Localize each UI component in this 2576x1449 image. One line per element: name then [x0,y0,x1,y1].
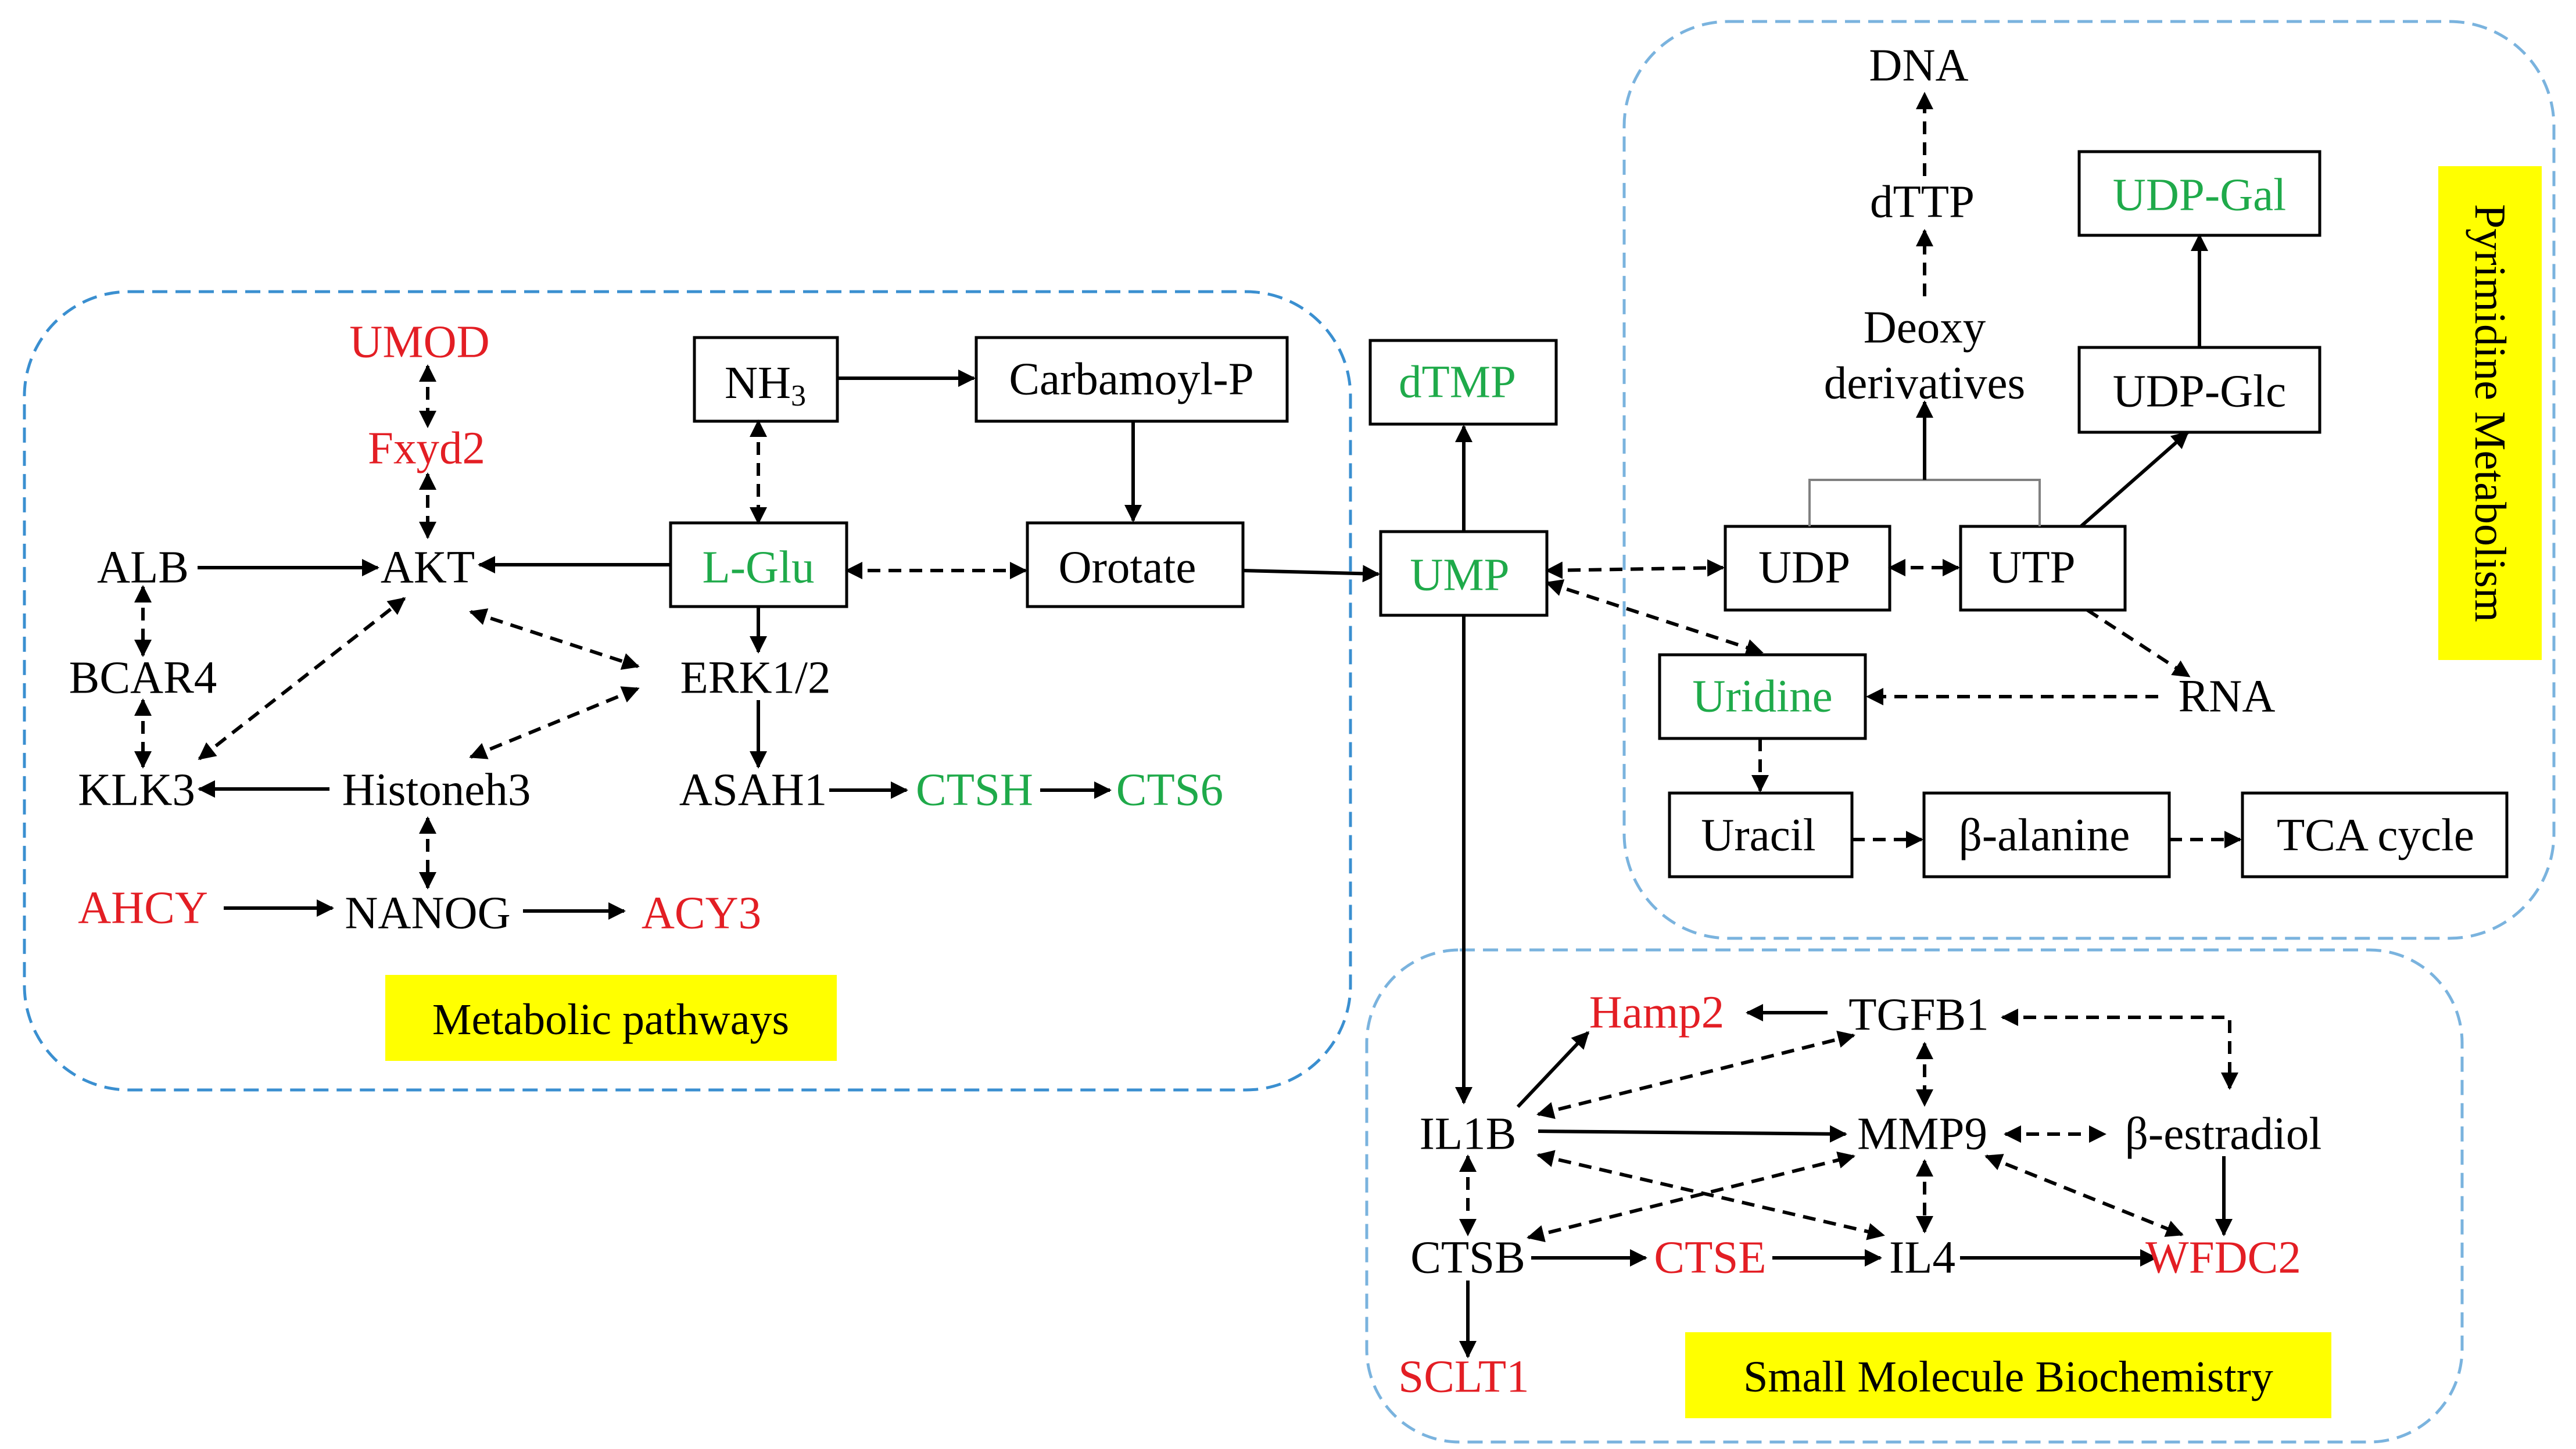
node-orotate: Orotate [1059,543,1196,593]
edge-utp-udpglc [2080,431,2190,528]
node-ctsb: CTSB [1410,1233,1525,1283]
node-nh3: NH3 [725,358,806,413]
tca-box [2241,791,2509,878]
edge-ctsb-mmp9 [1527,1151,1855,1243]
small-molecule-region [1365,948,2464,1444]
node-tca: TCA cycle [2277,810,2474,861]
node-mmp9: MMP9 [1857,1109,1987,1160]
node-ctsh: CTSH [916,765,1033,816]
edge-akt-erk [469,608,640,670]
node-balanine: β-alanine [1959,810,2130,861]
node-ahcy: AHCY [78,883,208,934]
node-deoxy-1: Deoxy [1864,303,1986,353]
node-ump: UMP [1410,550,1509,601]
node-sclt1: SCLT1 [1398,1352,1529,1403]
node-tgfb1: TGFB1 [1848,990,1989,1041]
node-akt: AKT [381,543,475,593]
node-bcar4: BCAR4 [69,653,217,704]
node-hamp2: Hamp2 [1589,988,1725,1038]
nh3-subscript: 3 [791,379,806,413]
node-il4: IL4 [1889,1233,1955,1283]
node-udpglc: UDP-Glc [2113,367,2286,417]
node-udpgal: UDP-Gal [2113,170,2286,221]
small-molecule-label-bg [1685,1332,2331,1418]
orotate-box [1026,521,1245,608]
node-asah1: ASAH1 [679,765,827,816]
node-lglu: L-Glu [702,543,814,593]
udp-utp-bracket [1808,479,2041,526]
node-klk3: KLK3 [78,765,195,816]
utp-box [1959,525,2127,612]
ump-box [1379,530,1549,617]
node-alb: ALB [97,543,189,593]
balanine-box [1922,791,2171,878]
node-umod: UMOD [349,317,489,368]
edge-il1b-tgfb1 [1536,1031,1855,1119]
edge-utp-rna [2086,608,2191,678]
node-erk: ERK1/2 [680,653,831,704]
edge-tgfb1-bestradiol [2001,1009,2238,1090]
edge-il1b-mmp9 [1538,1125,1847,1143]
edge-orotate-ump [1242,565,1380,583]
uracil-box [1668,791,1854,878]
node-wfdc2: WFDC2 [2145,1233,2301,1283]
metabolic-region [23,290,1352,1092]
udpgal-box [2077,150,2321,237]
node-bestradiol: β-estradiol [2125,1109,2322,1160]
node-carbamoyl: Carbamoyl-P [1009,354,1253,405]
node-rna: RNA [2179,672,2276,722]
uridine-box [1658,653,1867,740]
node-deoxy-2: derivatives [1824,358,2026,409]
node-fxyd2: Fxyd2 [368,424,485,474]
metabolic-label-bg [385,975,837,1061]
edge-klk3-akt [198,597,406,761]
node-dna: DNA [1869,41,1968,91]
node-dttp: dTTP [1870,177,1975,228]
node-uridine: Uridine [1692,672,1832,722]
dtmp-box [1368,339,1558,426]
pyrimidine-region [1622,20,2556,940]
node-cts6: CTS6 [1116,765,1223,816]
edge-ump-udp [1545,559,1725,579]
node-nanog: NANOG [345,888,510,939]
node-il1b: IL1B [1420,1109,1517,1160]
nh3-main: NH [725,358,791,408]
metabolic-label: Metabolic pathways [432,995,789,1044]
edge-ump-uridine [1545,579,1764,656]
node-uracil: Uracil [1701,810,1815,861]
node-histoneh3: Histoneh3 [342,765,531,816]
edge-il1b-hamp2 [1516,1031,1590,1109]
node-dtmp: dTMP [1399,357,1516,408]
node-udp: UDP [1758,543,1850,593]
small-molecule-label: Small Molecule Biochemistry [1743,1353,2273,1401]
edge-histone-erk [469,686,640,759]
pyrimidine-label: Pyrimidine Metabolism [2466,204,2514,622]
pyrimidine-label-bg [2438,166,2542,660]
node-utp: UTP [1989,543,2075,593]
node-ctse: CTSE [1654,1233,1766,1283]
edge-mmp9-wfdc2 [1984,1154,2184,1237]
node-acy3: ACY3 [642,888,761,939]
nh3-box [693,336,839,423]
